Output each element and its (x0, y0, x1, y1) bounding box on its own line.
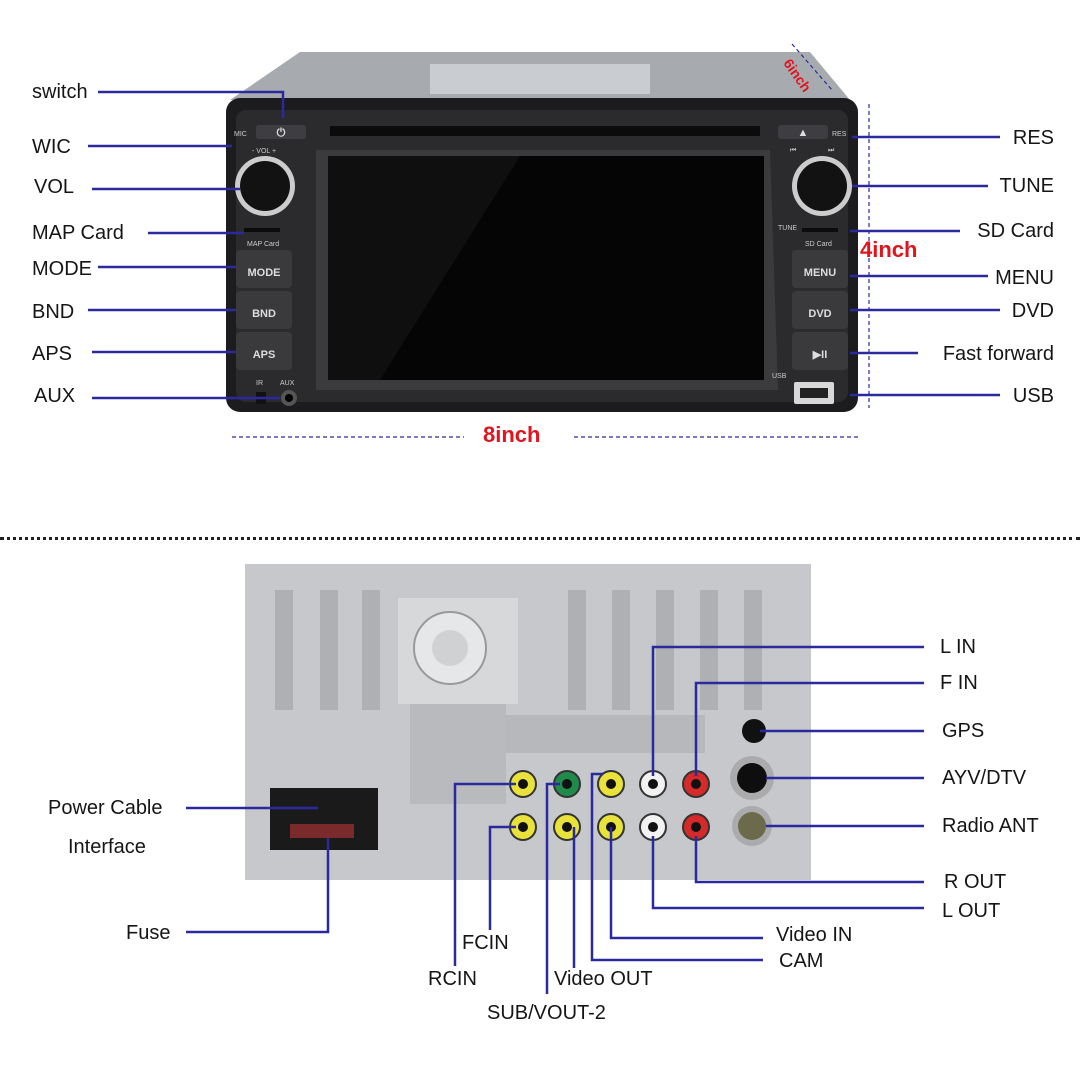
aps-button-text: APS (252, 349, 276, 361)
rear-leaders (186, 645, 924, 994)
label-video-in: Video IN (776, 924, 853, 946)
mode-button[interactable] (236, 250, 292, 288)
panel-sd-card-text: SD Card (805, 241, 832, 248)
label-mode: MODE (32, 258, 92, 280)
aps-button[interactable] (236, 332, 292, 370)
label-menu: MENU (995, 267, 1054, 289)
depth-dimension-line (791, 43, 833, 91)
label-usb: USB (1012, 385, 1054, 407)
label-cam: CAM (779, 950, 824, 972)
panel-usb-text: USB (772, 373, 787, 380)
front-left-leaders (88, 90, 285, 400)
gps-port[interactable] (742, 719, 766, 743)
front-right-leaders (850, 135, 1000, 397)
panel-tune-text: TUNE (778, 225, 798, 232)
bnd-button[interactable] (236, 291, 292, 329)
label-rcin: RCIN (428, 968, 477, 990)
right-button-stack (792, 250, 848, 370)
label-dvd: DVD (1011, 300, 1054, 322)
panel-vol-text: - VOL + (252, 148, 277, 155)
label-interface: Interface (68, 836, 146, 858)
label-aux: AUX (34, 385, 76, 407)
panel-res-text: RES (832, 131, 847, 138)
panel-ir-text: IR (256, 380, 263, 387)
panel-map-card-text: MAP Card (247, 241, 280, 248)
menu-button[interactable] (792, 250, 848, 288)
label-vol: VOL (34, 176, 75, 198)
panel-aux-text: AUX (280, 380, 295, 387)
label-l-out: L OUT (942, 900, 1001, 922)
mode-button-text: MODE (247, 267, 281, 279)
panel-mic-text: MIC (234, 131, 247, 138)
label-sub-vout2: SUB/VOUT-2 (487, 1002, 606, 1024)
label-video-out: Video OUT (554, 968, 653, 990)
dimension-width: 8inch (483, 422, 541, 447)
label-sd-card: SD Card (977, 220, 1054, 242)
fuse (290, 824, 354, 838)
eject-button[interactable] (778, 125, 828, 139)
play-pause-button-text: ▶II (812, 349, 828, 361)
label-l-in: L IN (940, 636, 976, 658)
label-switch: switch (32, 81, 88, 103)
bnd-button-text: BND (252, 308, 276, 320)
power-cable-connector[interactable] (270, 788, 378, 850)
next-icon: ⏭ (828, 147, 835, 154)
label-r-out: R OUT (944, 871, 1007, 893)
label-gps: GPS (942, 720, 985, 742)
label-aps: APS (32, 343, 73, 365)
prev-icon: ⏮ (790, 147, 796, 154)
disc-slot (330, 126, 760, 136)
eject-icon: ▲ (798, 127, 809, 139)
label-fast-forward: Fast forward (942, 343, 1054, 365)
label-wic: WIC (32, 136, 71, 158)
power-icon: ⏻ (277, 126, 286, 139)
section-divider (0, 537, 1080, 540)
left-button-stack (236, 250, 292, 370)
power-switch-button[interactable] (256, 125, 306, 139)
label-radio-ant: Radio ANT (942, 815, 1039, 837)
label-res: RES (1012, 127, 1054, 149)
label-map-card: MAP Card (32, 222, 124, 244)
dvd-button[interactable] (792, 291, 848, 329)
sd-card-slot[interactable] (802, 228, 838, 232)
label-fuse: Fuse (126, 922, 171, 944)
label-fcin: FCIN (462, 932, 509, 954)
menu-button-text: MENU (803, 267, 837, 279)
dimension-height: 4inch (860, 237, 918, 262)
heatsink-fins (275, 590, 762, 710)
dvd-button-text: DVD (808, 308, 832, 320)
label-atv-dtv: AYV/DTV (942, 767, 1027, 789)
label-f-in: F IN (940, 672, 978, 694)
label-power-cable: Power Cable (48, 797, 163, 819)
label-tune: TUNE (999, 175, 1054, 197)
play-pause-button[interactable] (792, 332, 848, 370)
map-card-slot[interactable] (244, 228, 280, 232)
label-bnd: BND (32, 301, 75, 323)
